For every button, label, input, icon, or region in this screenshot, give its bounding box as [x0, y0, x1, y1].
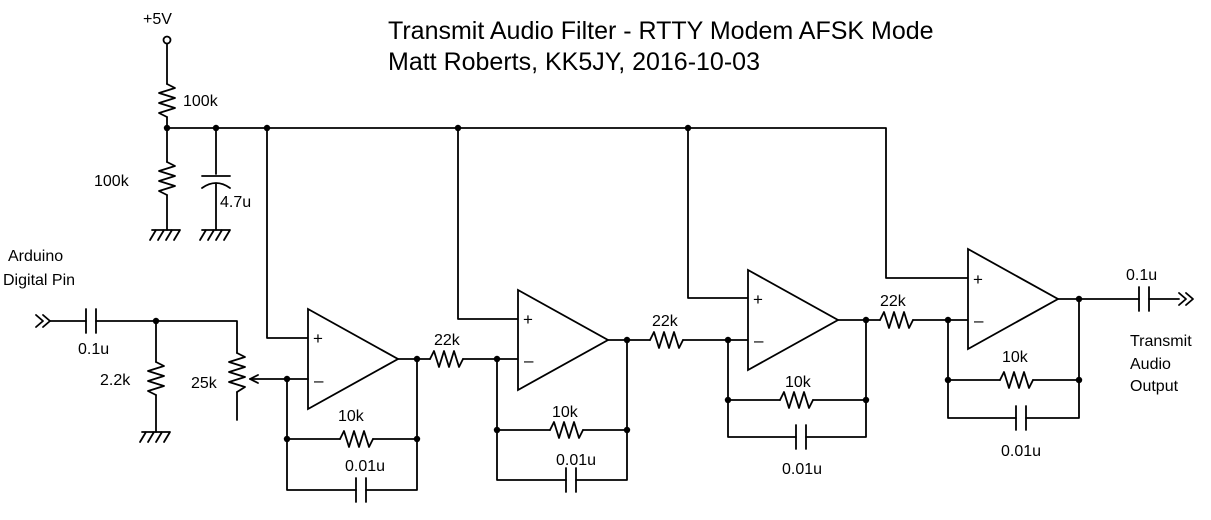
opamp-2-plus: + [523, 310, 533, 329]
opamp-4-minus: – [974, 311, 984, 330]
bias-capacitor-label: 4.7u [220, 194, 251, 211]
stage-4-feedback-resistor: 10k [999, 349, 1034, 389]
ground-bias-resistor [149, 229, 181, 241]
supply-terminal: +5V [143, 11, 172, 45]
stage-3-input-resistor: 22k [649, 313, 684, 349]
stage-1-feedback-capacitor-label: 0.01u [345, 458, 385, 475]
stage-4-input-resistor: 22k [879, 293, 914, 329]
output-label-line2: Audio [1130, 356, 1171, 373]
ground-input [139, 431, 171, 443]
level-potentiometer: 25k [191, 352, 288, 421]
output-label-line1: Transmit [1130, 333, 1192, 350]
stage-2-input-resistor: 22k [429, 332, 464, 368]
stage-3-feedback-capacitor: 0.01u [782, 424, 822, 478]
bias-resistor-bottom-label: 100k [94, 173, 130, 190]
diagram-title: Transmit Audio Filter - RTTY Modem AFSK … [388, 17, 934, 45]
opamp-3-minus: – [754, 331, 764, 350]
bias-capacitor: 4.7u [201, 175, 251, 211]
bias-resistor-bottom: 100k [94, 161, 176, 196]
input-shunt-resistor-label: 2.2k [100, 372, 131, 389]
level-potentiometer-label: 25k [191, 375, 218, 392]
stage-4-input-resistor-label: 22k [880, 293, 907, 310]
stage-2-feedback-resistor: 10k [549, 404, 584, 439]
input-label-line1: Arduino [8, 248, 63, 265]
output-connector [1178, 292, 1194, 306]
stage-4-feedback-capacitor: 0.01u [1001, 405, 1041, 460]
bias-resistor-top-label: 100k [183, 93, 219, 110]
stage-4-feedback-resistor-label: 10k [1002, 349, 1029, 366]
stage-2-feedback-capacitor: 0.01u [556, 452, 596, 493]
stage-2-input-resistor-label: 22k [434, 332, 461, 349]
diagram-author-line: Matt Roberts, KK5JY, 2016-10-03 [388, 48, 760, 76]
input-coupling-capacitor: 0.1u [78, 308, 109, 358]
stage-3-feedback-resistor: 10k [779, 374, 814, 409]
opamp-stage-2: + – [517, 288, 610, 392]
stage-1-feedback-resistor: 10k [338, 408, 374, 448]
stage-4-feedback-capacitor-label: 0.01u [1001, 443, 1041, 460]
stage-3-feedback-capacitor-label: 0.01u [782, 461, 822, 478]
stage-1-feedback-resistor-label: 10k [338, 408, 365, 425]
output-coupling-capacitor: 0.1u [1126, 267, 1157, 312]
bias-resistor-top: 100k [158, 83, 219, 118]
input-shunt-resistor: 2.2k [100, 361, 165, 396]
output-label-line3: Output [1130, 378, 1179, 395]
stage-3-feedback-resistor-label: 10k [785, 374, 812, 391]
input-label-line2: Digital Pin [3, 272, 75, 289]
input-coupling-capacitor-label: 0.1u [78, 341, 109, 358]
stage-2-feedback-capacitor-label: 0.01u [556, 452, 596, 469]
ground-bias-capacitor [199, 229, 231, 241]
stage-1-feedback-capacitor: 0.01u [345, 458, 385, 503]
opamp-4-plus: + [973, 270, 983, 289]
opamp-3-plus: + [753, 290, 763, 309]
opamp-2-minus: – [524, 351, 534, 370]
opamp-1-minus: – [314, 371, 324, 390]
opamp-stage-4: + – [967, 247, 1060, 351]
opamp-stage-1: + – [307, 307, 400, 411]
input-connector [35, 314, 51, 328]
stage-3-input-resistor-label: 22k [652, 313, 679, 330]
opamp-1-plus: + [313, 329, 323, 348]
output-coupling-capacitor-label: 0.1u [1126, 267, 1157, 284]
stage-2-feedback-resistor-label: 10k [552, 404, 579, 421]
opamp-stage-3: + – [747, 268, 840, 372]
supply-label: +5V [143, 11, 172, 28]
